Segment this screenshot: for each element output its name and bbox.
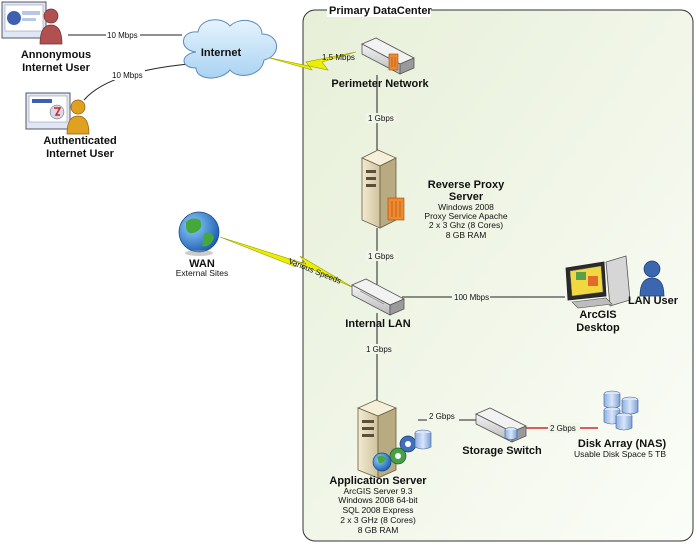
- wan-sublabel: External Sites: [176, 268, 228, 278]
- reverse-proxy-label-1: Reverse Proxy: [428, 179, 505, 191]
- wan-label: WAN: [189, 258, 215, 270]
- application-server-icon: [356, 399, 432, 479]
- wan-globe-icon: [178, 211, 220, 256]
- speed-proxy-lan: 1 Gbps: [368, 252, 394, 261]
- reverse-proxy-server-icon: [361, 149, 405, 229]
- reverse-proxy-detail-3: 2 x 3 Ghz (8 Cores): [429, 220, 503, 230]
- authenticated-user-icon: [25, 92, 90, 135]
- application-server-detail-5: 8 GB RAM: [358, 525, 399, 535]
- speed-anon-internet: 10 Mbps: [107, 31, 138, 40]
- application-server-detail-4: 2 x 3 GHz (8 Cores): [340, 515, 416, 525]
- arcgis-desktop-icon: [565, 255, 631, 309]
- reverse-proxy-detail-2: Proxy Service Apache: [424, 211, 507, 221]
- arcgis-desktop-label-2: Desktop: [576, 322, 620, 334]
- arcgis-desktop-label-1: ArcGIS: [579, 309, 616, 321]
- speed-storage-disk: 2 Gbps: [550, 424, 576, 433]
- reverse-proxy-detail-4: 8 GB RAM: [446, 230, 487, 240]
- perimeter-switch-icon: [361, 37, 415, 75]
- authenticated-user-label-1: Authenticated: [43, 135, 116, 147]
- lightning-internet-perimeter: [265, 51, 357, 71]
- speed-lan-desktop: 100 Mbps: [454, 293, 489, 302]
- reverse-proxy-label-2: Server: [449, 191, 484, 203]
- datacenter-title: Primary DataCenter: [329, 5, 432, 17]
- storage-switch-label: Storage Switch: [462, 445, 542, 457]
- speed-perimeter-proxy: 1 Gbps: [368, 114, 394, 123]
- storage-switch-icon: [475, 407, 527, 443]
- anonymous-user-icon: [1, 1, 63, 45]
- anonymous-user-label-2: Internet User: [22, 62, 91, 74]
- link-auth-internet: [83, 62, 201, 101]
- perimeter-label: Perimeter Network: [331, 78, 429, 90]
- speed-lan-app: 1 Gbps: [366, 345, 392, 354]
- disk-array-icon: [603, 390, 639, 431]
- lan-user-icon: [639, 260, 665, 297]
- internal-lan-switch-icon: [351, 278, 405, 316]
- application-server-detail-2: Windows 2008 64-bit: [338, 495, 418, 505]
- internet-label: Internet: [201, 47, 242, 59]
- disk-array-sublabel: Usable Disk Space 5 TB: [574, 449, 666, 459]
- internet-cloud-icon: [183, 19, 277, 79]
- application-server-detail-1: ArcGIS Server 9.3: [344, 486, 413, 496]
- speed-app-storage: 2 Gbps: [429, 412, 455, 421]
- disk-array-label: Disk Array (NAS): [578, 438, 667, 450]
- application-server-detail-3: SQL 2008 Express: [342, 505, 413, 515]
- application-server-label: Application Server: [329, 475, 427, 487]
- datacenter-region: [302, 9, 694, 542]
- reverse-proxy-detail-1: Windows 2008: [438, 202, 494, 212]
- speed-auth-internet: 10 Mbps: [112, 71, 143, 80]
- datacenter-title-bg: [327, 3, 431, 17]
- authenticated-user-label-2: Internet User: [46, 148, 115, 160]
- lan-user-label: LAN User: [628, 295, 679, 307]
- internal-lan-label: Internal LAN: [345, 318, 410, 330]
- anonymous-user-label-1: Annonymous: [21, 49, 91, 61]
- speed-internet-perimeter: 1.5 Mbps: [322, 53, 355, 62]
